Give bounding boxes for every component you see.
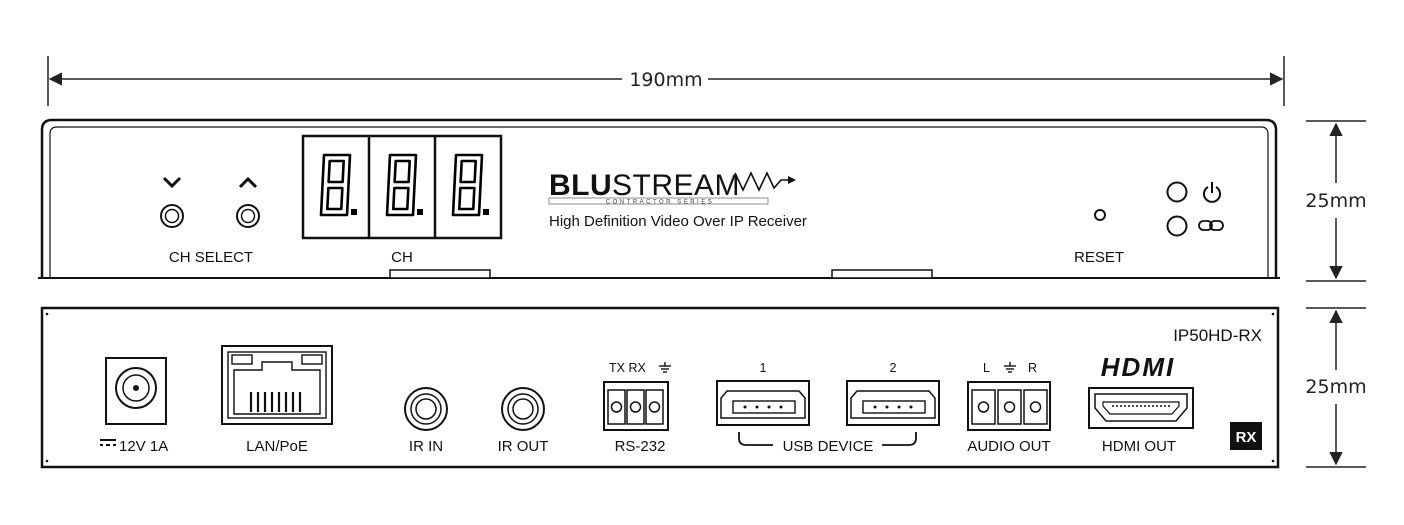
rs232-label: RS-232 <box>615 438 666 455</box>
brand-stream: STREAM <box>612 169 740 202</box>
width-label: 190mm <box>629 69 702 91</box>
width-dimension: 190mm <box>47 56 1285 106</box>
rear-panel: 12V 1A LAN/PoE IR IN <box>40 306 1280 469</box>
rs232-pin-labels: TX RX <box>609 361 646 375</box>
ir-out-label: IR OUT <box>498 438 549 455</box>
seven-segment-digit <box>385 153 423 217</box>
decimal-point <box>417 209 423 215</box>
ch-label: CH <box>391 249 413 266</box>
ground-icon <box>659 362 671 373</box>
audio-left-pin-label: L <box>983 361 990 375</box>
rs232-terminal[interactable] <box>603 381 669 431</box>
front-panel: CH SELECT CH BLU STREAM CONTRACTOR SERIE… <box>38 118 1280 279</box>
usb-bracket-left <box>738 432 773 446</box>
usb-device-label: USB DEVICE <box>783 438 874 455</box>
brand-wave-icon <box>734 171 792 192</box>
front-height-dimension: 25mm <box>1305 120 1367 282</box>
display-digits <box>319 153 489 217</box>
reset-label: RESET <box>1074 249 1124 266</box>
hdmi-out-label: HDMI OUT <box>1102 438 1176 455</box>
audio-ground-icon <box>1004 362 1016 373</box>
seven-segment-digit <box>319 153 357 217</box>
product-subtitle: High Definition Video Over IP Receiver <box>549 213 807 230</box>
lan-port[interactable] <box>221 345 333 425</box>
rear-height-label: 25mm <box>1305 376 1366 398</box>
ir-in-jack[interactable] <box>404 387 448 431</box>
usb-port-1[interactable] <box>716 380 810 426</box>
dc-symbol-icon <box>100 439 116 446</box>
usb-bracket-right <box>882 432 917 446</box>
ch-select-label: CH SELECT <box>169 249 253 266</box>
channel-up-button[interactable] <box>236 204 260 228</box>
brand-series: CONTRACTOR SERIES <box>606 200 714 206</box>
chevron-down-icon <box>162 176 182 189</box>
hdmi-logo: HDMI <box>1101 352 1175 382</box>
dc-power-jack[interactable] <box>105 357 167 425</box>
lan-label: LAN/PoE <box>246 438 308 455</box>
channel-down-button[interactable] <box>160 204 184 228</box>
front-height-label: 25mm <box>1305 190 1366 212</box>
usb-1-label: 1 <box>760 361 767 375</box>
decimal-point <box>351 209 357 215</box>
ir-out-jack[interactable] <box>501 387 545 431</box>
brand-logo: BLU STREAM CONTRACTOR SERIES <box>548 169 796 206</box>
rx-badge <box>1230 422 1262 450</box>
power-label: 12V 1A <box>119 438 168 455</box>
link-icon <box>1198 220 1224 231</box>
model-label: IP50HD-RX <box>1173 326 1262 345</box>
link-led <box>1166 215 1188 237</box>
power-icon <box>1203 182 1221 203</box>
power-led <box>1166 181 1188 203</box>
front-foot-left <box>389 269 491 279</box>
decimal-point <box>483 209 489 215</box>
audio-out-label: AUDIO OUT <box>967 438 1050 455</box>
rx-badge-label: RX <box>1236 429 1257 446</box>
chevron-up-icon <box>238 176 258 189</box>
audio-terminal[interactable] <box>967 381 1051 431</box>
hdmi-out-port[interactable] <box>1088 387 1194 429</box>
seven-segment-digit <box>451 153 489 217</box>
front-foot-right <box>831 269 933 279</box>
ir-in-label: IR IN <box>409 438 443 455</box>
brand-blu: BLU <box>549 169 612 202</box>
usb-2-label: 2 <box>890 361 897 375</box>
audio-right-pin-label: R <box>1028 361 1037 375</box>
usb-port-2[interactable] <box>846 380 940 426</box>
rear-height-dimension: 25mm <box>1305 307 1367 468</box>
reset-button[interactable] <box>1094 209 1106 221</box>
